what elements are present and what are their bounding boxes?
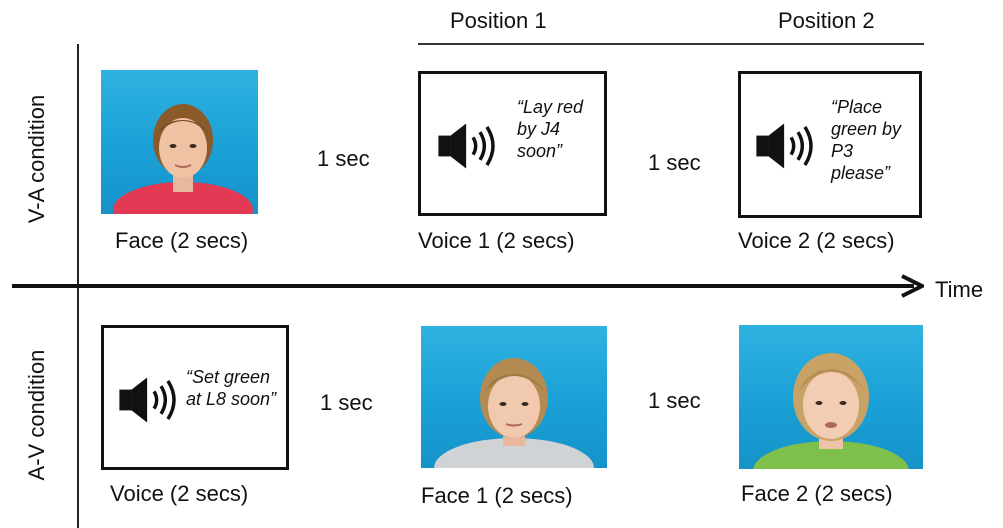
- header-position-1: Position 1: [450, 8, 547, 33]
- va-voice-2-quote: “Place green by P3 please”: [831, 97, 902, 183]
- speaker-icon: [119, 377, 176, 423]
- header-position-2: Position 2: [778, 8, 875, 33]
- va-face-caption: Face (2 secs): [115, 228, 249, 253]
- speaker-icon: [756, 123, 813, 169]
- face-image: [753, 353, 909, 469]
- va-voice-1-caption: Voice 1 (2 secs): [418, 228, 575, 253]
- av-delay-1: 1 sec: [320, 390, 373, 415]
- face-image: [113, 104, 253, 214]
- va-face-photo: [101, 70, 258, 214]
- va-voice-1-box: “Lay red by J4 soon”: [418, 71, 607, 216]
- va-voice-1-quote: “Lay red by J4 soon”: [517, 97, 584, 161]
- timeline-line: [12, 284, 914, 288]
- face-image: [434, 358, 594, 468]
- av-face-1-caption: Face 1 (2 secs): [421, 483, 573, 508]
- va-voice-2-box: “Place green by P3 please”: [738, 71, 922, 218]
- av-face-2-photo: [739, 325, 923, 469]
- av-face-2-caption: Face 2 (2 secs): [741, 481, 893, 506]
- av-voice-box: “Set green at L8 soon”: [101, 325, 289, 470]
- header-divider: [418, 43, 924, 45]
- av-voice-quote: “Set green at L8 soon”: [186, 367, 277, 409]
- av-delay-2: 1 sec: [648, 388, 701, 413]
- va-delay-1: 1 sec: [317, 146, 370, 171]
- va-delay-2: 1 sec: [648, 150, 701, 175]
- timeline-label: Time: [935, 277, 984, 302]
- av-condition-label: A-V condition: [24, 349, 49, 481]
- speaker-icon: [438, 123, 495, 169]
- arrow-right-icon: [901, 274, 924, 298]
- va-condition-label: V-A condition: [24, 94, 49, 224]
- av-face-1-photo: [421, 326, 607, 468]
- va-voice-2-caption: Voice 2 (2 secs): [738, 228, 895, 253]
- av-voice-caption: Voice (2 secs): [110, 481, 249, 506]
